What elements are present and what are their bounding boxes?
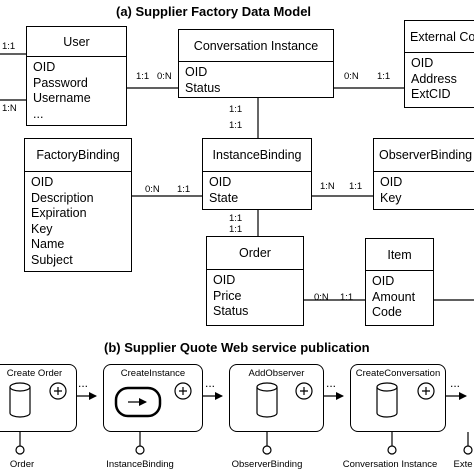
entity-name: ObserverBinding — [374, 139, 474, 172]
entity-attribute: Status — [213, 304, 249, 318]
entity-attribute: ExtCID — [411, 87, 451, 101]
entity-attribute: OID — [213, 273, 236, 287]
entity-name: Item — [366, 239, 433, 271]
entity-attribute: Expiration — [31, 206, 87, 220]
step-label: CreateConversation — [355, 368, 441, 379]
output-label-observerbinding: ObserverBinding — [231, 459, 303, 470]
entity-attribute: Price — [213, 288, 242, 303]
cardinality-label: 0:N — [157, 71, 172, 82]
entity-attribute: State — [209, 190, 239, 205]
entity-attribute: Amount — [372, 289, 416, 304]
cardinality-label: 1:1 — [340, 292, 354, 303]
output-label-order: Order — [9, 459, 35, 470]
entity-order: Order OID Price Status — [206, 236, 304, 326]
section-title-data-model: (a) Supplier Factory Data Model — [116, 4, 312, 19]
output-port-icon — [262, 432, 272, 455]
entity-attribute: Subject — [31, 252, 73, 267]
entity-attribute: OID — [31, 175, 54, 189]
cardinality-label: 0:N — [314, 292, 329, 303]
cardinality-label: 1:1 — [349, 181, 363, 192]
entity-attribute: Username — [33, 91, 91, 105]
entity-external-co: External Co OID Address ExtCID — [404, 20, 474, 108]
entity-attribute: Address — [411, 71, 457, 86]
output-port-icon — [387, 432, 397, 455]
cardinality-label: 1:N — [320, 181, 335, 192]
flow-ellipsis: ... — [326, 376, 337, 390]
entity-observer-binding: ObserverBinding OID Key — [373, 138, 474, 210]
entity-name: User — [27, 27, 126, 57]
cardinality-label: 1:1 — [136, 71, 150, 82]
entity-attribute: OID — [33, 60, 56, 74]
process-step-create-order: Create Order — [0, 364, 77, 432]
cardinality-label: 1:N — [2, 103, 17, 114]
output-label-conversation-instance: Conversation Instance — [342, 459, 438, 470]
flow-ellipsis: ... — [205, 376, 216, 390]
entity-attribute: OID — [372, 274, 395, 288]
entity-attribute: Status — [185, 80, 221, 95]
entity-user: User OID Password Username ... — [26, 26, 127, 126]
process-step-create-conversation: CreateConversation — [350, 364, 446, 432]
cardinality-label: 0:N — [344, 71, 359, 82]
entity-attribute: OID — [380, 175, 403, 189]
cardinality-label: 1:1 — [229, 120, 243, 131]
step-label: CreateInstance — [120, 368, 186, 379]
entity-attribute: OID — [411, 56, 434, 70]
cardinality-label: 1:1 — [229, 224, 243, 235]
entity-attribute: ... — [33, 106, 44, 121]
entity-name: External Co — [405, 21, 474, 53]
process-step-create-instance: CreateInstance — [103, 364, 203, 432]
flow-ellipsis: ... — [78, 376, 89, 390]
output-port-icon — [463, 432, 473, 455]
entity-attribute: Key — [380, 190, 402, 205]
entity-name: FactoryBinding — [25, 139, 131, 172]
entity-attribute: OID — [209, 175, 232, 189]
entity-name: InstanceBinding — [203, 139, 311, 172]
entity-attribute: Code — [372, 305, 402, 319]
output-port-icon — [135, 432, 145, 455]
entity-attribute: Description — [31, 190, 94, 205]
entity-attribute: Name — [31, 237, 65, 251]
entity-attribute: Key — [31, 221, 53, 236]
cardinality-label: 1:1 — [229, 213, 243, 224]
cardinality-label: 1:1 — [177, 184, 191, 195]
cardinality-label: 0:N — [145, 184, 160, 195]
cardinality-label: 1:1 — [229, 104, 243, 115]
entity-attribute: OID — [185, 65, 208, 79]
flow-ellipsis: ... — [450, 376, 461, 390]
cardinality-label: 1:1 — [2, 41, 16, 52]
entity-item: Item OID Amount Code — [365, 238, 434, 326]
entity-conversation-instance: Conversation Instance OID Status — [178, 29, 334, 98]
step-label: Create Order — [6, 368, 63, 379]
cardinality-label: 1:1 — [377, 71, 391, 82]
section-title-web-service: (b) Supplier Quote Web service publicati… — [104, 340, 370, 355]
entity-name: Order — [207, 237, 303, 270]
entity-instance-binding: InstanceBinding OID State — [202, 138, 312, 210]
entity-attribute: Password — [33, 75, 88, 90]
output-label-instancebinding: InstanceBinding — [106, 459, 174, 470]
process-step-add-observer: AddObserver — [229, 364, 324, 432]
output-port-icon — [15, 432, 25, 455]
entity-name: Conversation Instance — [179, 30, 333, 62]
output-label-external: Exte — [453, 459, 473, 470]
step-label: AddObserver — [248, 368, 305, 379]
entity-factory-binding: FactoryBinding OID Description Expiratio… — [24, 138, 132, 272]
